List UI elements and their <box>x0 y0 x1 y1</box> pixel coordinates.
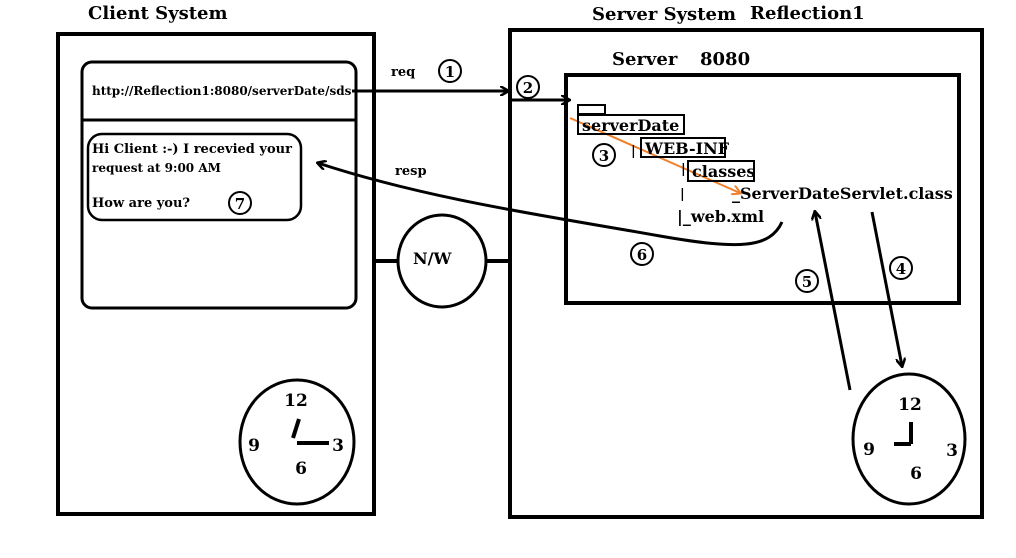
client-clock-three: 3 <box>332 436 344 456</box>
response-arrow <box>318 163 784 247</box>
server-clock-three: 3 <box>946 441 958 461</box>
server-clock-six: 6 <box>910 464 922 484</box>
step-5-label: 5 <box>802 273 812 291</box>
step4-arrow <box>870 211 902 366</box>
browser-url[interactable]: http://Reflection1:8080/serverDate/sds <box>92 84 352 98</box>
step5-arrow <box>815 212 852 391</box>
client-clock-nine: 9 <box>248 436 260 456</box>
response-line-1: Hi Client :-) I recevied your <box>92 142 292 157</box>
response-bubble <box>86 132 303 222</box>
step-2-label: 2 <box>523 79 533 97</box>
folder-webinf: WEB-INF <box>640 137 730 158</box>
server-title: Server <box>612 49 678 70</box>
server-clock-nine: 9 <box>863 440 875 460</box>
server-clock: 12 3 6 9 <box>851 372 967 506</box>
client-clock-six: 6 <box>295 459 307 479</box>
client-system-title: Client System <box>88 3 228 24</box>
tree-pipe-2: | <box>681 162 686 177</box>
client-clock-twelve: 12 <box>284 391 308 411</box>
response-line-2: request at 9:00 AM <box>92 161 221 175</box>
client-clock-hand-minute <box>291 418 301 439</box>
client-clock: 12 3 6 9 <box>238 378 356 506</box>
tree-pipe-3: | <box>680 187 685 202</box>
tree-pipe-1: | <box>631 144 636 159</box>
step-4-label: 4 <box>896 260 906 278</box>
resp-label: resp <box>395 164 427 179</box>
server-clock-twelve: 12 <box>898 395 922 415</box>
browser-window <box>80 60 358 310</box>
network-label: N/W <box>413 249 452 268</box>
step-6-marker: 6 <box>630 242 654 266</box>
folder-webinf-label: WEB-INF <box>645 139 730 158</box>
folder-classes-label: classes <box>692 162 756 181</box>
client-system-box <box>56 32 376 516</box>
network-node <box>396 213 488 309</box>
step-7-label: 7 <box>235 195 245 213</box>
folder-classes: classes <box>687 160 755 182</box>
step-1-label: 1 <box>445 63 455 81</box>
server-system-title: Server System <box>592 4 736 25</box>
folder-serverdate-label: serverDate <box>582 116 680 135</box>
step-1-marker: 1 <box>438 59 462 83</box>
response-line-3: How are you? <box>92 196 191 211</box>
step-7-marker: 7 <box>228 191 252 215</box>
step-5-marker: 5 <box>795 269 819 293</box>
server-port: 8080 <box>700 49 751 70</box>
host-name-label: Reflection1 <box>750 3 865 24</box>
web-xml-file: |_web.xml <box>677 207 765 226</box>
step-3-label: 3 <box>599 147 609 165</box>
step-2-marker: 2 <box>516 75 540 99</box>
servlet-class-file: _ServerDateServlet.class <box>732 184 953 203</box>
server-system-box <box>508 28 984 519</box>
server-box <box>564 73 961 305</box>
step-6-label: 6 <box>637 246 647 264</box>
folder-serverdate: serverDate <box>577 114 685 135</box>
step-3-marker: 3 <box>592 143 616 167</box>
req-label: req <box>391 65 416 80</box>
step-4-marker: 4 <box>889 256 913 280</box>
